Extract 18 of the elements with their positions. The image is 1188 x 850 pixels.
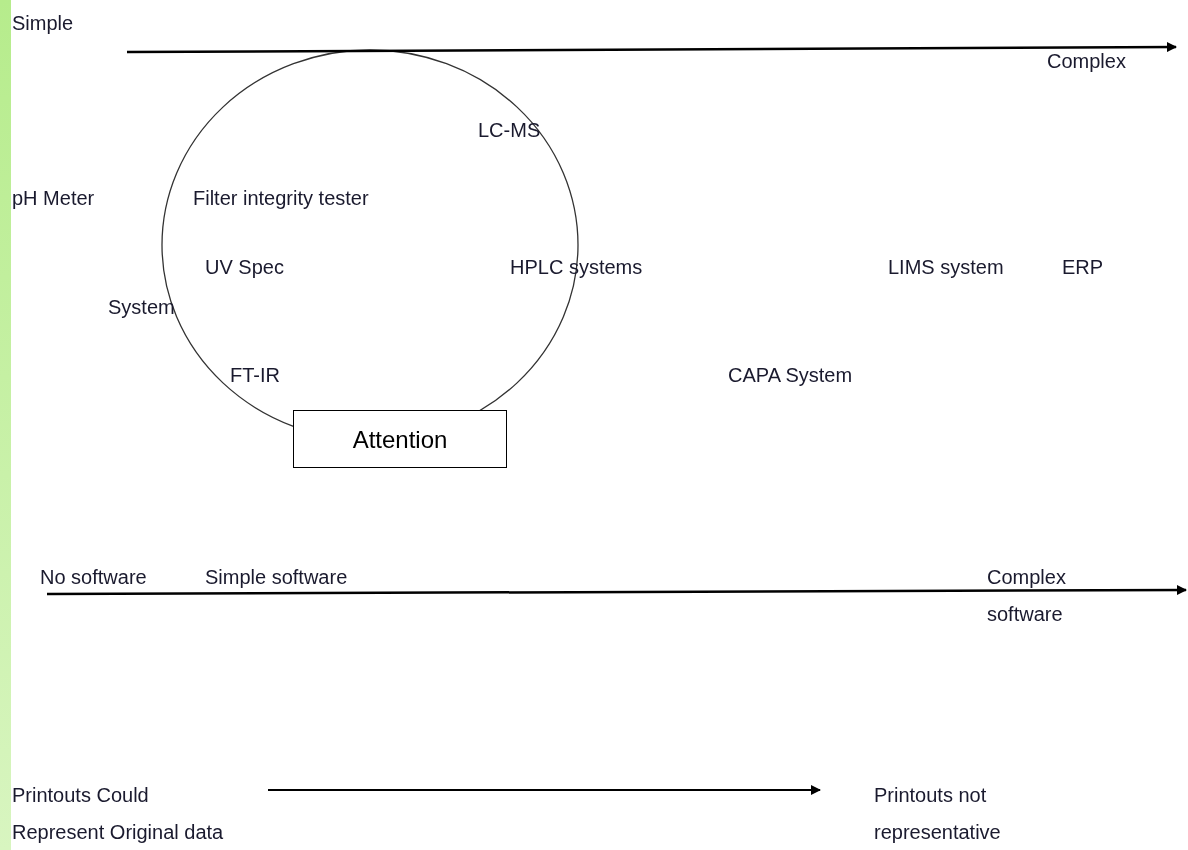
axis-label: Complex software	[987, 565, 1067, 627]
axis-label: pH Meter	[12, 186, 95, 211]
axis-label: LC-MS	[478, 118, 541, 143]
axis-label: Filter integrity tester	[193, 186, 369, 211]
callout-box: Attention	[293, 410, 507, 468]
axis-label: System	[108, 295, 175, 320]
axis-label: FT-IR	[230, 363, 280, 388]
axis-label: Complex	[1047, 49, 1126, 74]
axis-label: Simple software	[205, 565, 348, 590]
axis-label: CAPA System	[728, 363, 853, 388]
axis-label: No software	[40, 565, 147, 590]
note-text: Printouts Could Represent Original data	[12, 777, 242, 850]
note-text: Printouts not representative	[874, 777, 1024, 850]
axis-label: ERP	[1062, 255, 1104, 280]
arrow	[267, 785, 821, 795]
axis-label: LIMS system	[888, 255, 1004, 280]
axis-label: Simple	[12, 11, 74, 36]
axis-label: UV Spec	[205, 255, 284, 280]
